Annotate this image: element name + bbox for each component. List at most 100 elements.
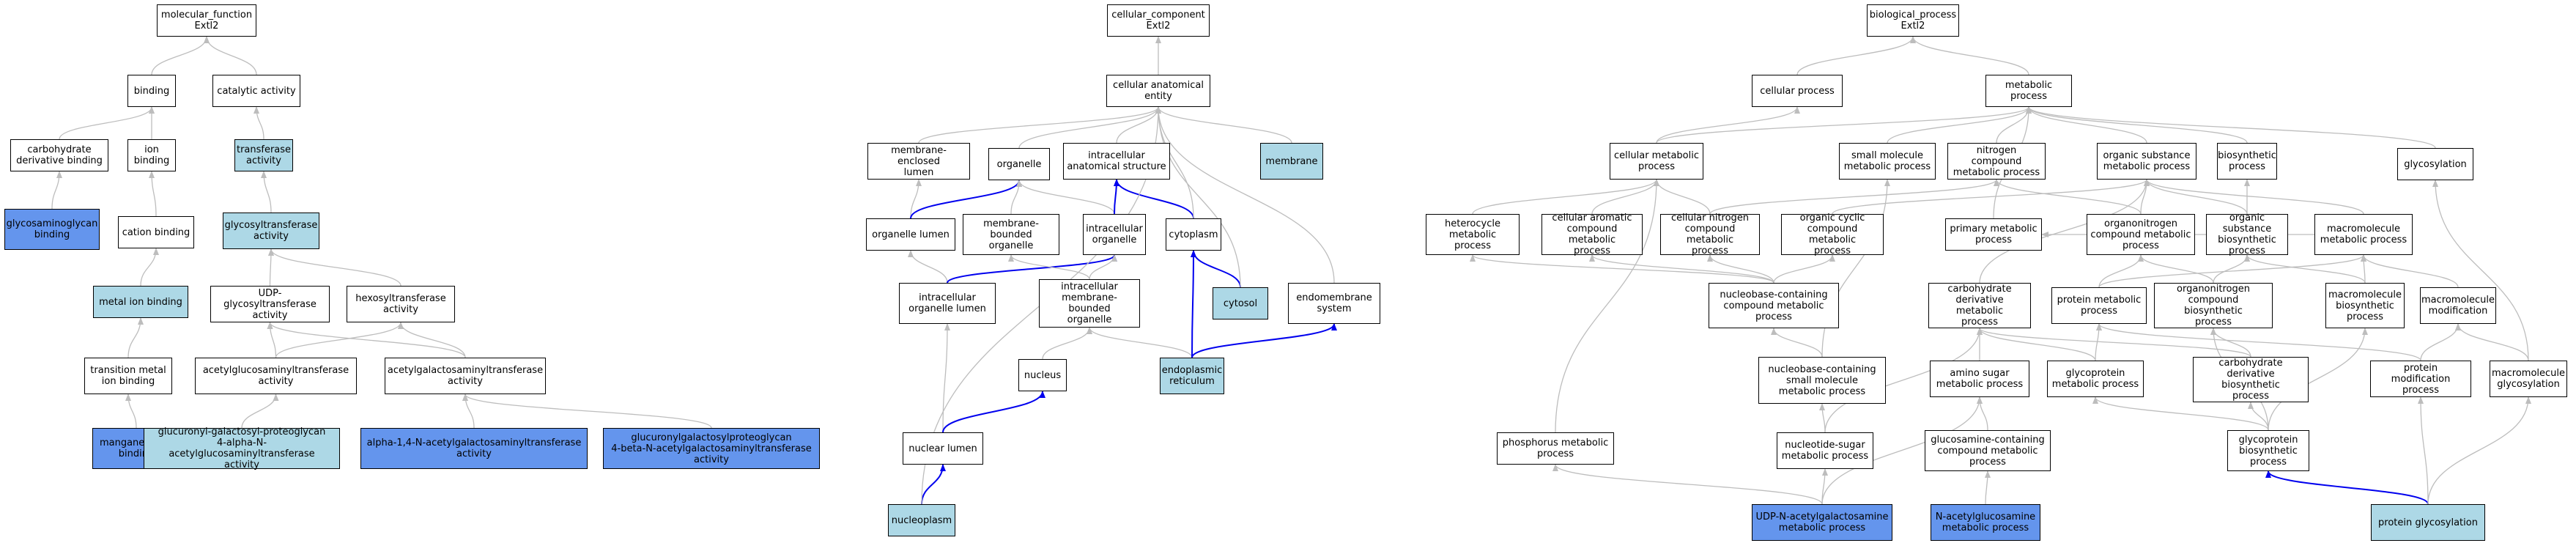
term-node-acglc[interactable]: acetylglucosaminyltransferase activity [195,358,357,394]
term-node-orgsubbio[interactable]: organic substance biosynthetic process [2206,213,2288,256]
edge-udpnac-to-aminosugar [1821,396,1983,505]
edge-acglc-to-hexos [275,322,404,358]
edge-phosmet-to-cellmet [1555,179,1659,433]
term-node-udpnac[interactable]: UDP-N-acetylgalactosamine metabolic proc… [1752,504,1892,541]
term-node-glycoprotbio[interactable]: glycoprotein biosynthetic process [2227,430,2309,471]
term-node-macroglyc[interactable]: macromolecule glycosylation [2490,361,2567,397]
highlighted-edge-nuclumen-to-nucleus [942,391,1045,433]
edge-macrobio-to-orgsubbio [2244,254,2366,284]
term-node-udpglyc[interactable]: UDP-glycosyltransferase activity [210,286,330,322]
term-node-cae[interactable]: cellular anatomical entity [1106,75,1210,107]
term-node-mf[interactable]: molecular_function Extl2 [157,4,256,37]
term-node-cationb[interactable]: cation binding [118,216,194,248]
term-node-carbderbio[interactable]: carbohydrate derivative biosynthetic pro… [2193,357,2309,402]
term-node-memlumen[interactable]: membrane-enclosed lumen [867,143,970,180]
term-node-nucsugar[interactable]: nucleotide-sugar metabolic process [1777,432,1873,469]
term-node-metproc[interactable]: metabolic process [1985,75,2072,107]
term-node-intramembbound[interactable]: intracellular membrane-bounded organelle [1039,279,1140,328]
term-node-transmet[interactable]: transition metal ion binding [84,358,172,394]
edge-glycoprotmet-to-protmet [2095,323,2102,361]
edge-macroglyc-to-glycosylation [2432,180,2529,361]
term-node-nitrogen[interactable]: nitrogen compound metabolic process [1947,143,2046,180]
term-node-protglyc[interactable]: protein glycosylation [2371,504,2485,541]
term-node-ionb[interactable]: ion binding [127,139,176,171]
term-node-primmet[interactable]: primary metabolic process [1945,218,2042,251]
term-node-protmet[interactable]: protein metabolic process [2051,287,2147,324]
term-node-intraorglumen[interactable]: intracellular organelle lumen [899,283,996,324]
edge-udpglyc-to-glycotr [267,248,274,287]
term-node-er[interactable]: endoplasmic reticulum [1160,358,1224,394]
edge-cellmet-to-metproc [1656,106,2032,144]
term-node-glycotr[interactable]: glycosyltransferase activity [223,213,319,249]
term-node-bp[interactable]: biological_process Extl2 [1867,4,1959,37]
term-node-cellnitro[interactable]: cellular nitrogen compound metabolic pro… [1660,213,1760,256]
term-node-nucleus[interactable]: nucleus [1018,359,1067,391]
term-node-intracas[interactable]: intracellular anatomical structure [1063,143,1170,180]
term-node-cytosol[interactable]: cytosol [1213,287,1268,319]
edge-acgal-to-udpglyc [267,322,466,358]
term-node-membrane[interactable]: membrane [1260,143,1323,180]
term-node-transf[interactable]: transferase activity [234,139,293,171]
highlighted-edge-intraorglumen-to-intraorg [947,254,1117,284]
term-node-glucur2[interactable]: glucuronylgalactosylproteoglycan 4-beta-… [603,428,820,469]
term-node-nucbasemet[interactable]: nucleobase-containing compound metabolic… [1709,283,1839,328]
term-node-nucleoplasm[interactable]: nucleoplasm [888,504,955,536]
edge-carbdermet-to-orgsubmet [1979,179,2150,284]
term-node-gagb[interactable]: glycosaminoglycan binding [4,209,100,250]
term-node-nuclumen[interactable]: nuclear lumen [903,432,983,465]
term-node-binding[interactable]: binding [127,75,176,107]
term-node-glycosylation[interactable]: glycosylation [2397,148,2473,180]
term-node-aminosugar[interactable]: amino sugar metabolic process [1930,361,2029,397]
term-node-cytoplasm[interactable]: cytoplasm [1166,218,1221,251]
term-node-carbder[interactable]: carbohydrate derivative binding [10,139,108,171]
term-node-protmod[interactable]: protein modification process [2370,361,2471,397]
term-node-glycoprotmet[interactable]: glycoprotein metabolic process [2047,361,2144,397]
term-node-intraorg[interactable]: intracellular organelle [1083,214,1146,255]
term-node-nucbasesmall[interactable]: nucleobase-containing small molecule met… [1758,357,1886,404]
edge-gagb-to-carbder [51,171,62,210]
term-node-macromod[interactable]: macromolecule modification [2420,287,2496,324]
term-node-macrobio[interactable]: macromolecule biosynthetic process [2325,283,2405,328]
term-node-carbdermet[interactable]: carbohydrate derivative metabolic proces… [1928,283,2031,328]
term-node-orgsubmet[interactable]: organic substance metabolic process [2097,143,2196,180]
edge-glycoprotmet-to-carbdermet [1977,328,2096,361]
edge-orgsubmet-to-metproc [2026,106,2147,144]
term-node-heterocycle[interactable]: heterocycle metabolic process [1426,214,1520,255]
edge-cellnitro-to-nitrogen [1709,179,1999,215]
term-node-smallmol[interactable]: small molecule metabolic process [1839,143,1936,180]
term-node-cellmet[interactable]: cellular metabolic process [1610,143,1703,180]
term-node-organonitmet[interactable]: organonitrogen compound metabolic proces… [2087,214,2195,255]
term-node-glucur1[interactable]: glucuronyl-galactosyl-proteoglycan 4-alp… [144,426,340,470]
edge-organonitmet-to-nitrogen [1994,179,2142,215]
edge-nucbasesmall-to-nucbasemet [1771,328,1823,358]
term-node-phosmet[interactable]: phosphorus metabolic process [1497,432,1614,465]
term-node-organelle[interactable]: organelle [988,148,1050,180]
term-node-macromet[interactable]: macromolecule metabolic process [2314,214,2413,255]
term-node-catact[interactable]: catalytic activity [212,75,300,107]
term-node-cc[interactable]: cellular_component Extl2 [1107,4,1210,37]
term-node-orgcyclic[interactable]: organic cyclic compound metabolic proces… [1781,213,1884,256]
term-node-alpha14[interactable]: alpha-1,4-N-acetylgalactosaminyltransfer… [360,428,588,469]
edge-macromod-to-macromet [2361,254,2459,288]
term-node-hexos[interactable]: hexosyltransferase activity [347,286,455,322]
term-node-metalb[interactable]: metal ion binding [93,286,188,318]
term-node-cellarom[interactable]: cellular aromatic compound metabolic pro… [1541,213,1643,256]
edge-nuclumen-to-intraorglumen [942,323,950,433]
term-node-orglumen[interactable]: organelle lumen [866,218,955,251]
edge-cellnitro-to-cellmet [1654,179,1711,215]
term-node-glucosamine[interactable]: glucosamine-containing compound metaboli… [1925,430,2051,471]
term-node-nacglc[interactable]: N-acetylglucosamine metabolic process [1931,504,2040,541]
edge-intramembbound-to-intraorg [1089,254,1117,280]
edge-er-to-intramembbound [1087,327,1193,358]
edge-protglyc-to-protmod [2418,396,2429,505]
term-node-organonitbio[interactable]: organonitrogen compound biosynthetic pro… [2154,283,2273,328]
term-node-cellproc[interactable]: cellular process [1752,75,1843,107]
edge-glucur2-to-acgal [462,394,712,429]
term-node-biosyn[interactable]: biosynthetic process [2217,143,2277,180]
term-node-acgal[interactable]: acetylgalactosaminyltransferase activity [385,358,546,394]
term-node-endomem[interactable]: endomembrane system [1288,283,1380,324]
edge-biosyn-to-metproc [2026,106,2248,144]
term-node-membbound[interactable]: membrane-bounded organelle [963,214,1059,255]
